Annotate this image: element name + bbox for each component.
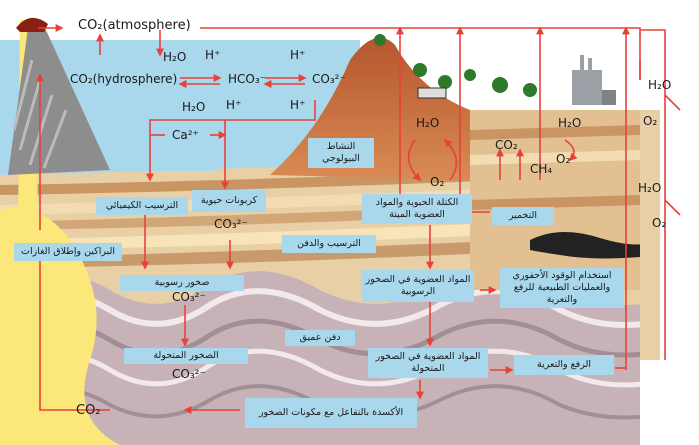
- calcium-label: Ca²⁺: [172, 128, 199, 142]
- organic-in-sedimentary-box: المواد العضوية في الصخور الرسوبية: [362, 270, 474, 302]
- sedimentary-rocks-box: صخور رسوبية: [120, 275, 244, 291]
- o2-bio-label: O₂: [430, 175, 445, 189]
- fossil-fuel-use-box: استخدام الوقود الأحفوري والعمليات الطبيع…: [500, 268, 624, 308]
- metamorphic-rocks-box: الصخور المتحولة: [124, 348, 248, 364]
- h2o-right-label: H₂O: [638, 181, 662, 195]
- bicarbonate-label: HCO₃⁻: [228, 72, 266, 86]
- h-plus-label: H⁺: [205, 48, 221, 62]
- h-plus-label: H⁺: [226, 98, 242, 112]
- o2-right-label: O₂: [652, 216, 667, 230]
- h-plus-label: H⁺: [290, 48, 306, 62]
- h2o-fermentation-label: H₂O: [558, 116, 582, 130]
- co2-bottom-label: CO₂: [76, 403, 101, 418]
- h2o-right-label: H₂O: [648, 78, 672, 92]
- carbonate-label: CO₃²⁻: [172, 290, 206, 304]
- oxidation-box: الأكسدة بالتفاعل مع مكونات الصخور: [245, 398, 417, 428]
- ocean-blank-box: [155, 145, 215, 171]
- biological-activity-box: النشاط البيولوجي: [308, 138, 374, 168]
- chemical-precipitation-box: الترسيب الكيميائي: [96, 197, 188, 215]
- methane-label: CH₄: [530, 162, 553, 176]
- uplift-erosion-box: الرفع والتعرية: [514, 355, 614, 375]
- h2o-label: H₂O: [163, 50, 187, 64]
- carbonate-label: CO₃²⁻: [312, 72, 346, 86]
- h-plus-label: H⁺: [290, 98, 306, 112]
- o2-fermentation-label: O₂: [556, 152, 571, 166]
- sedimentation-burial-box: الترسيب والدفن: [282, 235, 376, 253]
- o2-right-label: O₂: [643, 114, 658, 128]
- h2o-label: H₂O: [182, 100, 206, 114]
- carbonate-label: CO₃²⁻: [172, 367, 206, 381]
- biomass-organic-matter-box: الكتلة الحيوية والمواد العضوية الميتة: [362, 194, 472, 224]
- fermentation-box: التخمير: [492, 207, 554, 225]
- h2o-bio-label: H₂O: [416, 116, 440, 130]
- carbonate-label: CO₃²⁻: [214, 217, 248, 231]
- co2-atmosphere-label: CO₂(atmosphere): [78, 18, 191, 33]
- co2-hydrosphere-label: CO₂(hydrosphere): [70, 72, 178, 86]
- volcanoes-box: البراكين وإطلاق الغازات: [14, 243, 122, 261]
- biogenic-carbonates-box: كربونات حيوية: [192, 190, 266, 212]
- organic-in-metamorphic-box: المواد العضوية في الصخور المتحولة: [368, 348, 488, 378]
- deep-burial-box: دفن عميق: [285, 330, 355, 346]
- co2-fermentation-label: CO₂: [495, 138, 518, 152]
